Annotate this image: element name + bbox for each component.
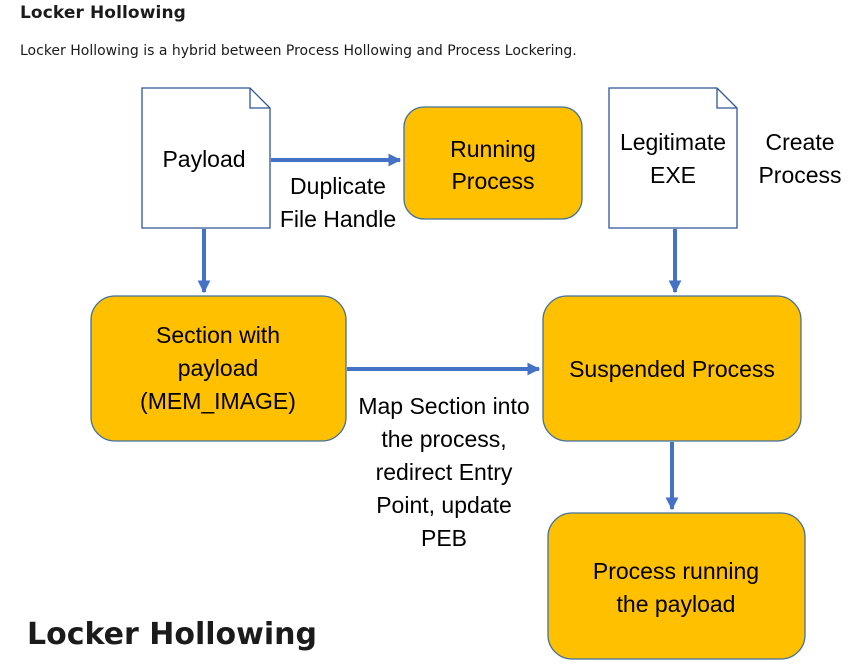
edge-label-line: Duplicate (290, 173, 386, 199)
intro-text: Locker Hollowing is a hybrid between Pro… (20, 43, 577, 59)
payload-label: Payload (162, 146, 245, 172)
running-process-label-2: Process (451, 168, 534, 194)
legitimate-exe-node: Legitimate EXE (608, 87, 738, 229)
legitimate-exe-label-1: Legitimate (620, 129, 726, 155)
page-heading: Locker Hollowing (20, 3, 186, 23)
process-running-label-2: the payload (617, 591, 736, 617)
create-process-label-2: Process (758, 162, 841, 188)
file-corner (716, 88, 737, 109)
edge-label-line: PEB (421, 525, 467, 551)
diagram-title: Locker Hollowing (27, 617, 317, 652)
suspended-process-box (542, 295, 802, 442)
duplicate-file-handle-label: Duplicate File Handle (280, 173, 396, 232)
file-corner (249, 88, 270, 109)
create-process-label-1: Create (765, 129, 834, 155)
running-process-node: Running Process (403, 106, 583, 220)
section-label-2: payload (178, 355, 259, 381)
process-running-payload-node: Process running the payload (547, 512, 806, 660)
section-box (90, 295, 347, 442)
edge-label-line: redirect Entry (376, 459, 513, 485)
process-running-label-1: Process running (593, 558, 759, 584)
file-shape (141, 87, 271, 229)
file-shape (608, 87, 738, 229)
running-process-box (403, 106, 583, 220)
edge-label-line: File Handle (280, 206, 396, 232)
suspended-process-label: Suspended Process (569, 356, 775, 382)
legitimate-exe-label-2: EXE (650, 162, 696, 188)
payload-file-node: Payload (141, 87, 271, 229)
map-section-label: Map Section into the process, redirect E… (358, 393, 529, 551)
edge-label-line: the process, (381, 426, 506, 452)
running-process-label-1: Running (450, 136, 536, 162)
section-label-1: Section with (156, 322, 280, 348)
section-with-payload-node: Section with payload (MEM_IMAGE) (90, 295, 347, 442)
edge-label-line: Map Section into (358, 393, 529, 419)
edge-label-line: Point, update (376, 492, 512, 518)
process-running-box (547, 512, 806, 660)
section-label-3: (MEM_IMAGE) (140, 388, 296, 414)
suspended-process-node: Suspended Process (542, 295, 802, 442)
create-process-note: Create Process (758, 129, 841, 188)
